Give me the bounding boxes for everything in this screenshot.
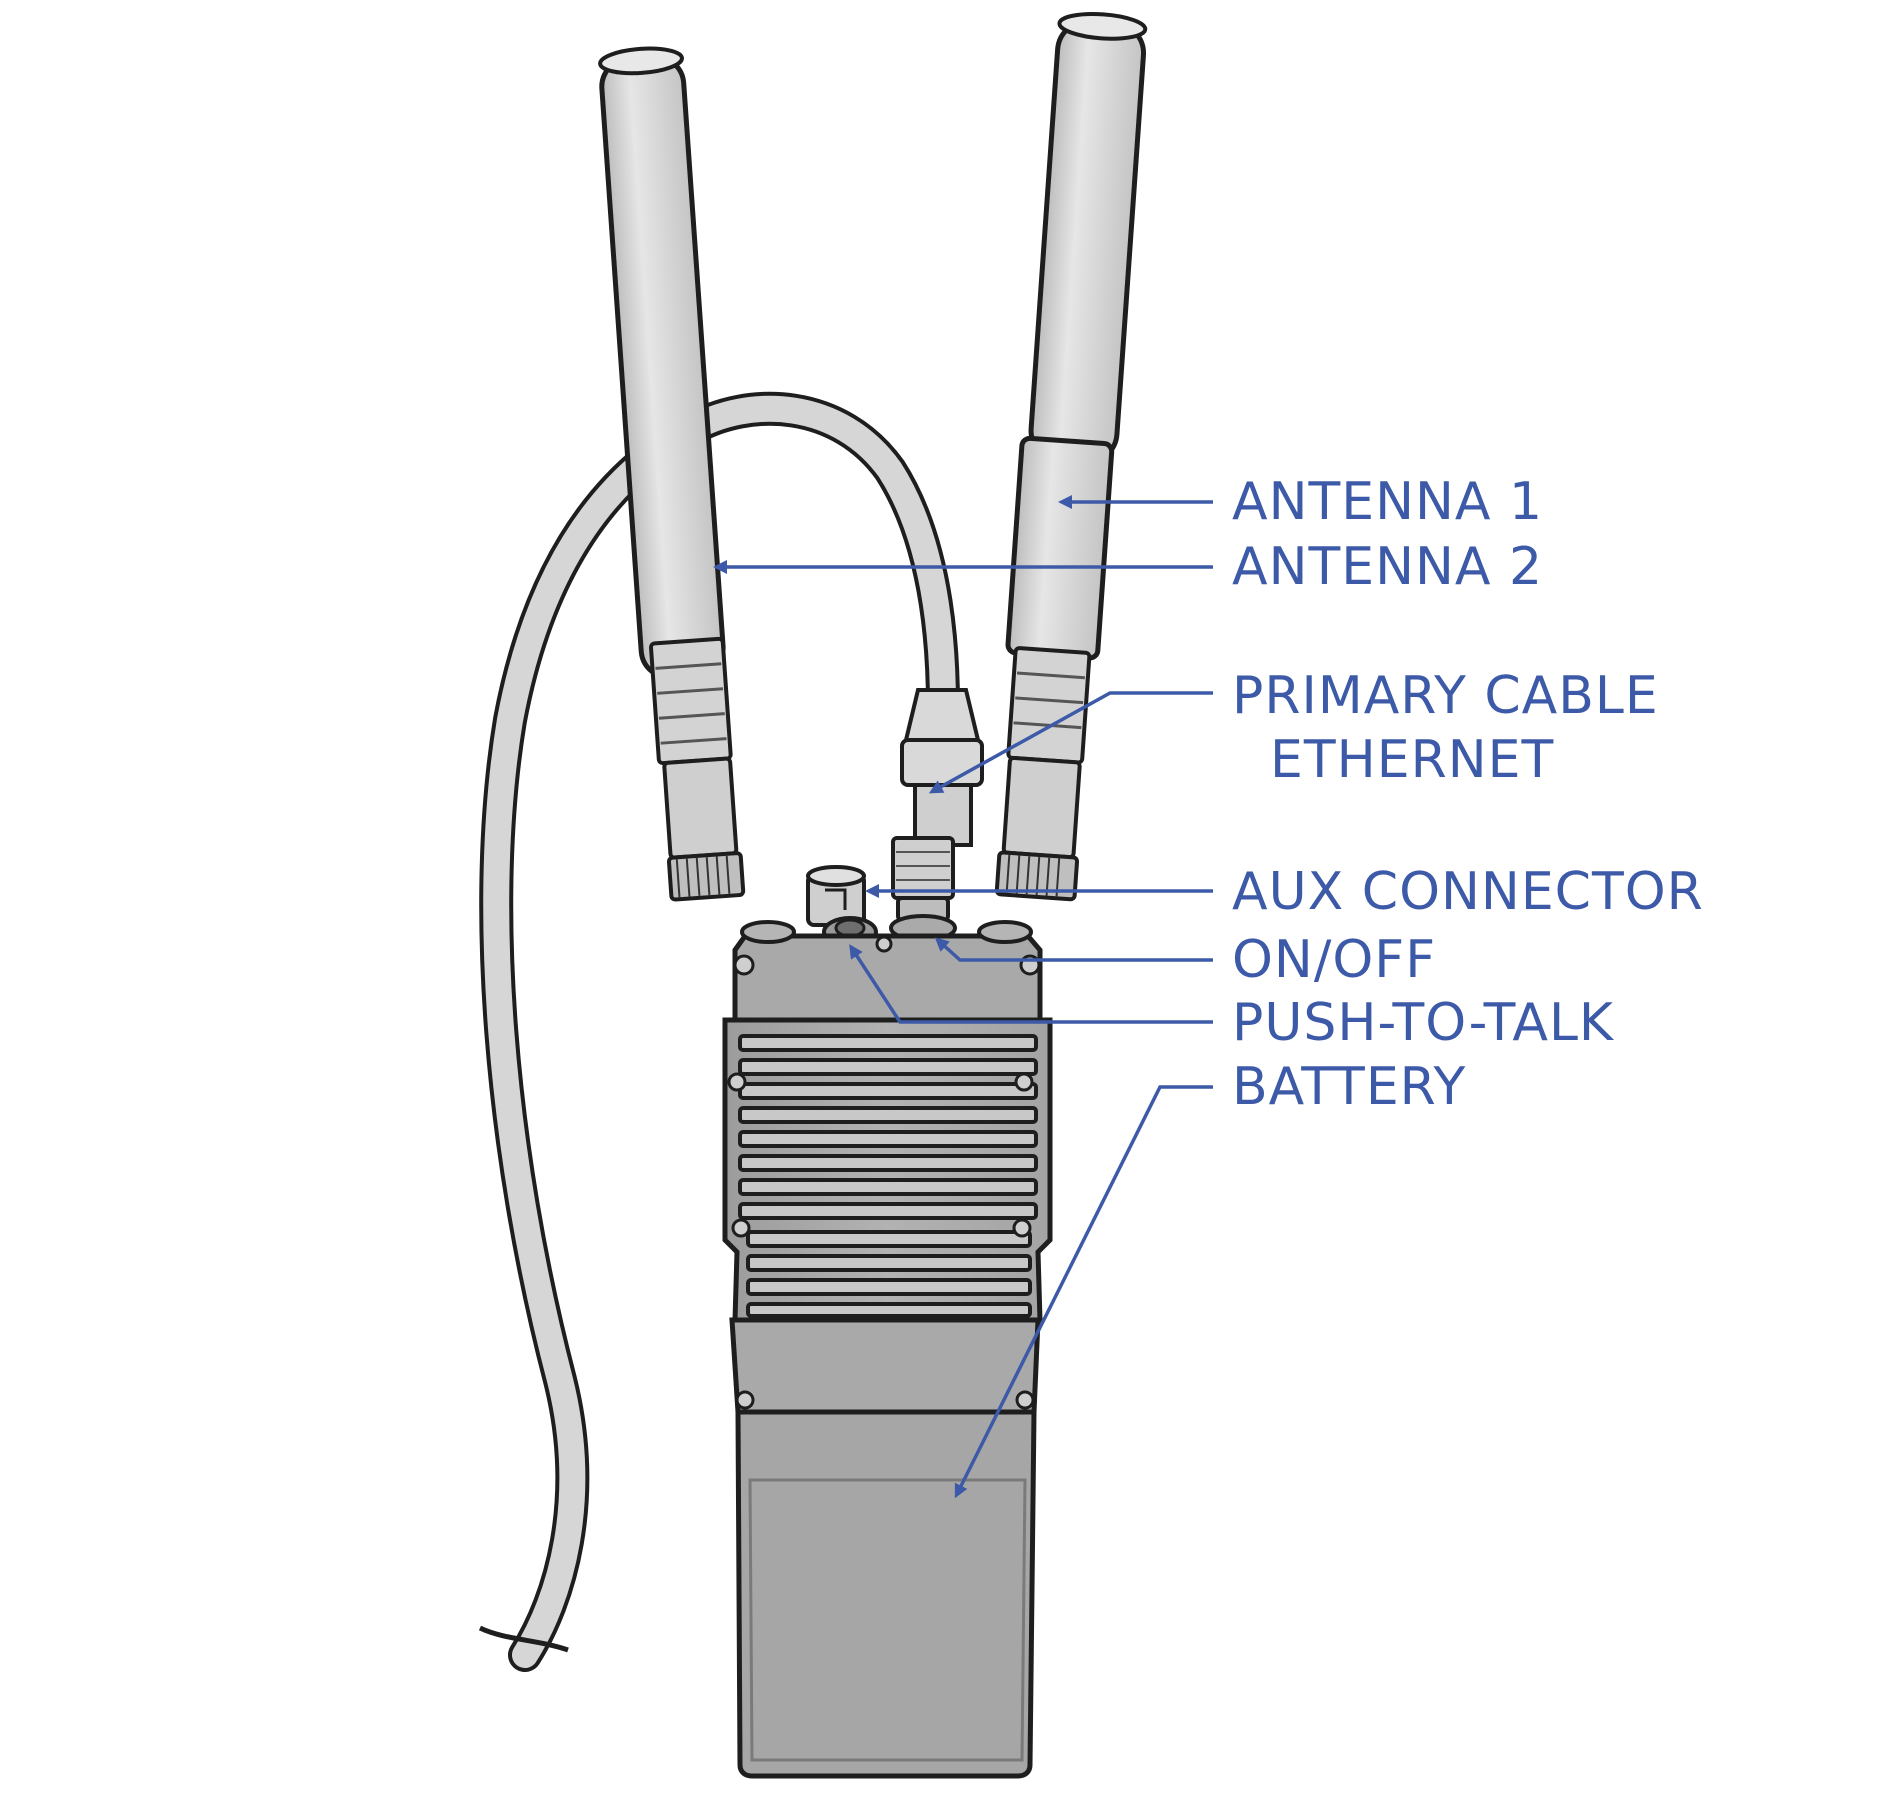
radio-body	[722, 920, 1053, 1415]
antenna-2	[598, 46, 746, 902]
primary-cable-connector	[900, 688, 984, 847]
leader-primary-cable	[928, 691, 1213, 794]
cooling-fins	[738, 1034, 1038, 1318]
label-primary-cable: PRIMARY CABLE	[1232, 666, 1659, 726]
leader-push-to-talk	[849, 944, 1213, 1024]
antenna-1	[994, 12, 1148, 902]
battery	[735, 1409, 1037, 1779]
leader-battery	[954, 1085, 1213, 1499]
label-antenna-2: ANTENNA 2	[1232, 537, 1544, 597]
leader-on-off	[934, 937, 1213, 962]
label-on-off: ON/OFF	[1232, 930, 1437, 990]
label-antenna-1: ANTENNA 1	[1232, 472, 1544, 532]
label-aux-connector: AUX CONNECTOR	[1232, 862, 1704, 922]
cable	[478, 391, 960, 1672]
on-off-switch	[889, 836, 957, 942]
label-battery: BATTERY	[1232, 1057, 1467, 1117]
label-ethernet: ETHERNET	[1270, 730, 1555, 790]
label-push-to-talk: PUSH-TO-TALK	[1232, 993, 1615, 1053]
aux-connector	[806, 865, 866, 927]
callout-lines	[713, 495, 1213, 1499]
